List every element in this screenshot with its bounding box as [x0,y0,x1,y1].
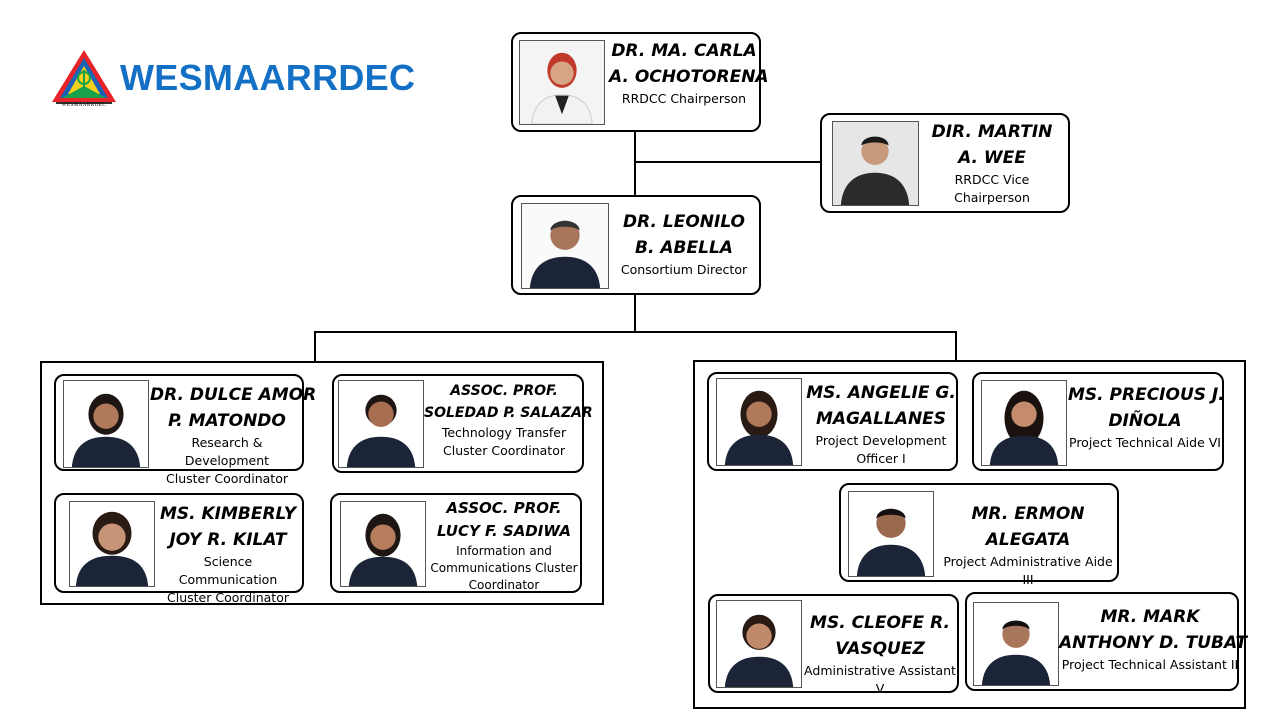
person-name: MS. PRECIOUS J. [1068,385,1225,405]
person-name: MR. MARK [1100,607,1200,627]
logo-emblem-icon [52,50,116,104]
person-name: DR. MA. CARLA [611,41,757,61]
connector-chair-director [634,131,636,196]
person-name: VASQUEZ [835,639,925,659]
person-icon [529,220,601,288]
person-card: MS. ANGELIE G. MAGALLANES Project Develo… [707,372,958,471]
person-name: ALEGATA [985,530,1071,550]
person-photo [981,380,1067,466]
staff-group [693,360,1246,709]
person-name: MS. CLEOFE R. [810,613,950,633]
person-role: Communications Cluster [430,561,578,575]
person-photo [340,501,426,587]
person-icon [989,390,1059,465]
person-card: MS. CLEOFE R. VASQUEZ Administrative Ass… [708,594,959,696]
person-name: MR. ERMON [971,504,1085,524]
person-icon [856,508,926,576]
person-role: Cluster Coordinator [166,471,288,486]
person-icon [71,393,141,467]
connector-director-down [634,294,636,332]
connector-left-group [314,331,316,362]
person-name: A. WEE [958,148,1026,168]
person-card: MS. PRECIOUS J. DIÑOLA Project Technical… [972,372,1225,471]
person-role: Consortium Director [620,262,748,277]
connector-horizontal [314,331,957,333]
person-name: DIÑOLA [1108,411,1182,431]
person-photo [69,501,155,587]
person-icon [724,390,794,465]
person-role: Technology Transfer [441,425,567,440]
person-photo [848,491,934,577]
person-icon [346,394,416,467]
person-name: ASSOC. PROF. [450,383,558,399]
person-name: MS. KIMBERLY [159,504,297,524]
connector-right-group [955,331,957,361]
person-photo [519,40,605,125]
person-role: Coordinator [468,578,540,592]
person-role: Administrative Assistant V [804,663,956,696]
person-card: ASSOC. PROF. LUCY F. SADIWA Information … [330,493,582,593]
person-card: MR. ERMON ALEGATA Project Administrative… [839,483,1119,587]
person-role: RRDCC Vice [954,172,1030,187]
person-role: Project Development [815,433,947,448]
person-card: DR. DULCE AMOR P. MATONDO Research & Dev… [54,374,317,486]
person-icon [724,614,794,687]
person-name: ASSOC. PROF. [446,499,562,517]
person-card: ASSOC. PROF. SOLEDAD P. SALAZAR Technolo… [332,374,593,473]
person-name: ANTHONY D. TUBAT [1059,633,1248,653]
person-icon [531,52,593,124]
person-role: Project Technical Assistant II [1061,657,1239,672]
person-card: MR. MARK ANTHONY D. TUBAT Project Techni… [965,592,1248,691]
person-role: Science Communication [178,554,278,587]
person-photo [716,600,802,688]
person-name: JOY R. KILAT [169,530,287,550]
person-name: MS. ANGELIE G. [806,383,956,403]
person-role: RRDCC Chairperson [621,91,747,106]
person-card: DR. LEONILO B. ABELLA Consortium Directo… [511,195,761,295]
person-icon [75,511,149,586]
person-role: Officer I [856,451,906,466]
person-role: Project Administrative Aide III [943,554,1113,587]
clusters-group [40,361,604,605]
person-name: A. OCHOTORENA [609,67,769,87]
person-role: Information and [456,544,552,558]
person-name: B. ABELLA [635,238,733,258]
logo-caption: WESMAARRDEC [61,103,107,108]
person-name: P. MATONDO [168,411,286,431]
connector-vicechair [635,161,821,163]
person-name: SOLEDAD P. SALAZAR [424,405,593,421]
person-name: DR. DULCE AMOR [150,385,317,405]
person-card: DIR. MARTIN A. WEE RRDCC Vice Chairperso… [820,113,1070,213]
person-role: Project Technical Aide VI [1069,435,1221,450]
person-role: Research & Development [184,435,270,468]
person-photo [338,380,424,468]
person-role: Chairperson [954,190,1030,205]
person-icon [348,513,418,586]
brand-name: WESMAARRDEC [120,57,416,98]
person-role: Cluster Coordinator [167,590,289,605]
person-card: DR. MA. CARLA A. OCHOTORENA RRDCC Chairp… [511,32,769,132]
person-name: MAGALLANES [815,409,947,429]
person-name: DR. LEONILO [622,212,746,232]
person-photo [973,602,1059,686]
logo: WESMAARRDEC [50,48,118,110]
person-photo [832,121,919,206]
person-photo [716,378,802,466]
person-icon [840,136,910,205]
person-name: DIR. MARTIN [931,122,1053,142]
person-icon [981,620,1051,685]
person-card: MS. KIMBERLY JOY R. KILAT Science Commun… [54,493,304,605]
person-role: Cluster Coordinator [443,443,565,458]
person-name: LUCY F. SADIWA [437,522,571,540]
person-photo [521,203,609,289]
person-photo [63,380,149,468]
